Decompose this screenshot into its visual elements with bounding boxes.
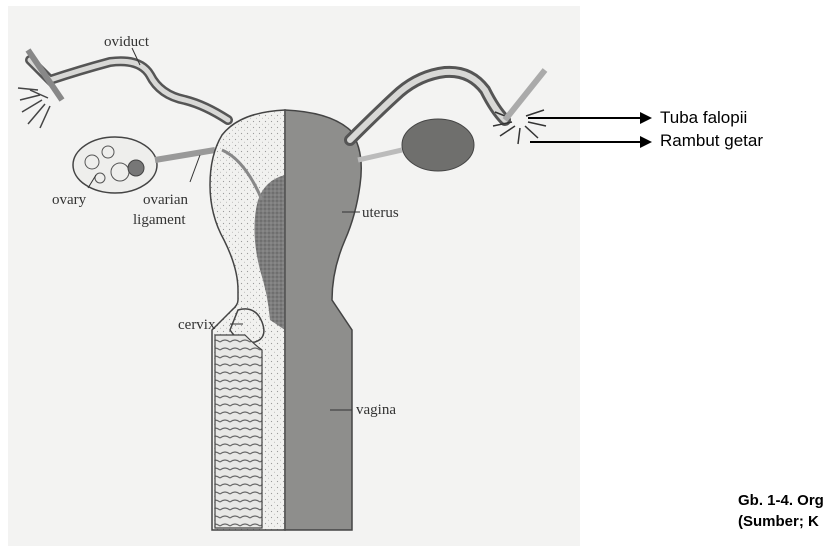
label-ovarian: ovarian xyxy=(143,192,188,208)
label-oviduct: oviduct xyxy=(104,34,150,50)
figure-caption-line1: Gb. 1-4. Org xyxy=(738,492,824,509)
label-vagina: vagina xyxy=(356,402,396,418)
label-ligament: ligament xyxy=(133,212,186,228)
figure-caption-line2: (Sumber; K xyxy=(738,513,819,530)
label-ovary: ovary xyxy=(52,192,87,208)
vagina-left-wall xyxy=(215,335,262,528)
callout-tuba-falopii: Tuba falopii xyxy=(660,108,747,128)
left-ovary xyxy=(73,137,157,193)
label-uterus: uterus xyxy=(362,205,399,221)
right-ovary xyxy=(402,119,474,171)
label-cervix: cervix xyxy=(178,317,216,333)
callout-rambut-getar: Rambut getar xyxy=(660,131,763,151)
